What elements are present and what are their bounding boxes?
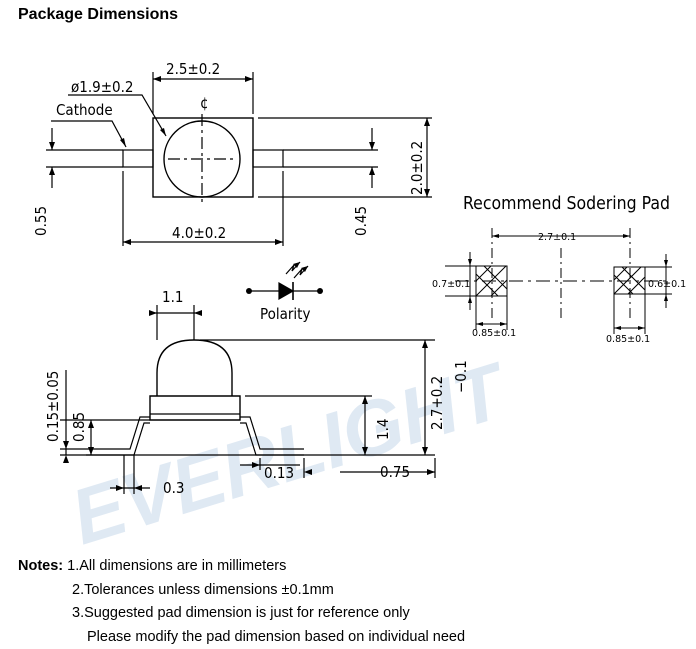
dim-pad-spacing: 2.7±0.1 <box>538 232 576 243</box>
note-item: Please modify the pad dimension based on… <box>18 626 465 649</box>
dim-standoff: 0.13 <box>264 464 294 482</box>
note-item: 2.Tolerances unless dimensions ±0.1mm <box>18 579 465 603</box>
dim-lead-ext: 0.75 <box>380 463 410 481</box>
dim-foot: 0.3 <box>163 479 184 497</box>
pad-title: Recommend Sodering Pad <box>463 194 670 214</box>
dim-right-lead: 0.45 <box>352 206 370 236</box>
top-view-labels: 2.5±0.2 ø1.9±0.2 Cathode 4.0±0.2 ¢ 2.0±0… <box>32 60 426 242</box>
lead-left <box>123 150 153 167</box>
dim-pad-right-height: 0.6±0.1 <box>648 279 686 290</box>
dim-left-lead: 0.55 <box>32 206 50 236</box>
lead-right <box>253 150 283 167</box>
dim-total-height-tol: −0.1 <box>452 360 470 393</box>
dim-lead-thickness: 0.15±0.05 <box>44 371 62 442</box>
dim-pad-right-width: 0.85±0.1 <box>606 334 650 345</box>
notes: Notes: 1.All dimensions are in millimete… <box>18 555 465 649</box>
dim-total-height: 2.7+0.2 <box>428 376 446 430</box>
cathode-label: Cathode <box>56 101 113 119</box>
dim-base: 0.85 <box>70 412 88 442</box>
dim-lens-width: 1.1 <box>162 288 183 306</box>
dim-pad-left-height: 0.7±0.1 <box>432 279 470 290</box>
notes-label: Notes: <box>18 558 63 574</box>
top-view-body <box>153 118 253 197</box>
polarity-label: Polarity <box>260 305 310 323</box>
top-view <box>46 72 432 246</box>
dim-body-length: 4.0±0.2 <box>172 224 226 242</box>
solder-pad-drawing <box>445 228 672 334</box>
dim-height: 2.0±0.2 <box>408 141 426 195</box>
polarity-symbol <box>249 262 320 300</box>
centerline-mark: ¢ <box>200 94 209 112</box>
dome-lens <box>157 340 232 396</box>
note-item: 3.Suggested pad dimension is just for re… <box>18 602 465 626</box>
note-item: 1.All dimensions are in millimeters <box>67 558 286 574</box>
dim-pad-left-width: 0.85±0.1 <box>472 328 516 339</box>
dim-width-top: 2.5±0.2 <box>166 60 220 78</box>
dim-lens-diameter: ø1.9±0.2 <box>71 78 133 96</box>
dim-body-height: 1.4 <box>374 419 392 440</box>
